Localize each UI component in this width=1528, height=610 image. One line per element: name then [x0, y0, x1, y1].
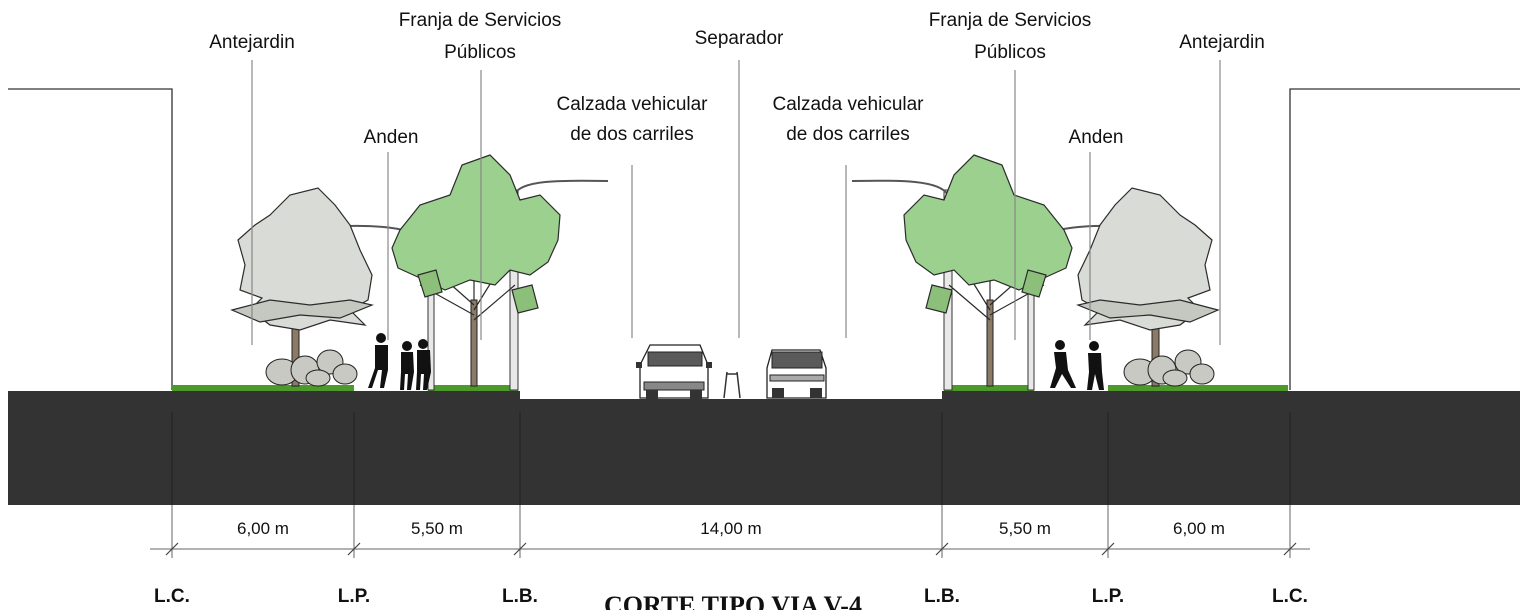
person-icon — [1087, 341, 1104, 390]
reference-line-labels: L.C. L.P. L.B. L.B. L.P. L.C. — [154, 586, 1308, 607]
tree-grey-left — [230, 187, 374, 387]
building-left — [8, 88, 173, 390]
ref-label-lc-right: L.C. — [1272, 586, 1308, 607]
ref-label-lb-right: L.B. — [924, 586, 960, 607]
label-franja-left-line2: Públicos — [444, 42, 516, 63]
pedestrians-left — [368, 333, 431, 390]
car-right — [766, 349, 827, 399]
diagram-title: CORTE TIPO VIA V-4 — [604, 591, 862, 610]
bushes-right — [1123, 349, 1215, 387]
label-franja-right-line2: Públicos — [974, 42, 1046, 63]
dimension-label-antejardin-right: 6,00 m — [1173, 519, 1225, 538]
car-left — [636, 344, 712, 399]
separator-sign — [723, 371, 741, 399]
person-icon — [400, 341, 414, 390]
grass-strip-right-franja — [944, 385, 1034, 391]
dimension-label-franja-left: 5,50 m — [411, 519, 463, 538]
grass-strip-left-antejardin — [172, 385, 354, 391]
person-icon — [416, 339, 431, 390]
label-calzada-right-line2: de dos carriles — [786, 124, 910, 145]
label-anden-right: Anden — [1069, 127, 1124, 148]
label-calzada-right-line1: Calzada vehicular — [772, 94, 924, 115]
label-antejardin-right: Antejardin — [1179, 32, 1265, 53]
label-separador: Separador — [695, 28, 784, 49]
person-icon — [368, 333, 388, 388]
tree-green-right — [903, 154, 1073, 387]
label-calzada-left-line2: de dos carriles — [570, 124, 694, 145]
pedestrians-right — [1050, 340, 1104, 390]
label-antejardin-left: Antejardin — [209, 32, 295, 53]
ref-label-lp-right: L.P. — [1092, 586, 1124, 607]
label-leaders — [251, 60, 1221, 345]
person-icon — [1050, 340, 1076, 388]
tree-green-left — [391, 154, 561, 387]
label-franja-right-line1: Franja de Servicios — [929, 10, 1092, 31]
dimension-label-franja-right: 5,50 m — [999, 519, 1051, 538]
ref-label-lp-left: L.P. — [338, 586, 370, 607]
dimension-line: 6,00 m 5,50 m 14,00 m 5,50 m 6,00 m — [150, 505, 1310, 558]
label-franja-left-line1: Franja de Servicios — [399, 10, 562, 31]
ref-label-lc-left: L.C. — [154, 586, 190, 607]
bushes-left — [265, 349, 358, 387]
section-labels: Antejardin Franja de Servicios Públicos … — [209, 10, 1265, 148]
dimension-label-calzada: 14,00 m — [700, 519, 761, 538]
grass-strip-left-franja — [428, 385, 518, 391]
grass-strip-right-antejardin — [1108, 385, 1288, 391]
dimension-label-antejardin-left: 6,00 m — [237, 519, 289, 538]
tree-grey-right — [1076, 187, 1220, 387]
ref-label-lb-left: L.B. — [502, 586, 538, 607]
label-anden-left: Anden — [364, 127, 419, 148]
label-calzada-left-line1: Calzada vehicular — [556, 94, 708, 115]
building-right — [1289, 88, 1520, 390]
road-section — [8, 385, 1520, 505]
